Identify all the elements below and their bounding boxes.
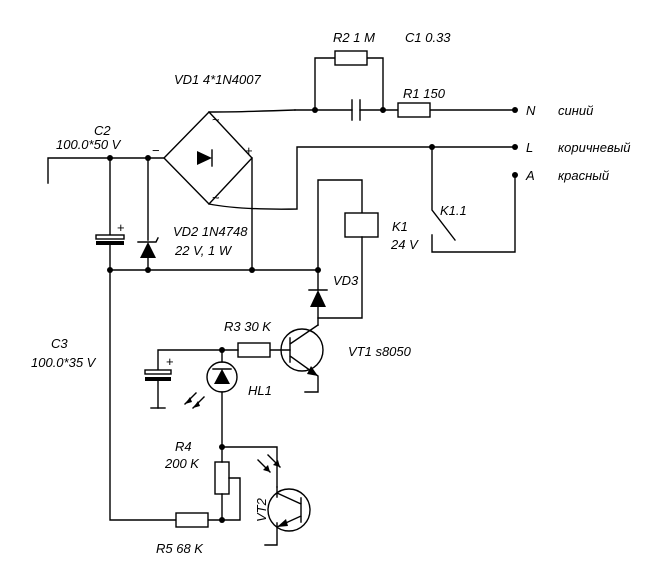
diode-vd3 [310, 290, 326, 307]
label-c2-name: C2 [94, 123, 111, 138]
resistor-r4 [214, 461, 230, 495]
capacitor-c3 [144, 369, 172, 375]
terminal-l [512, 144, 518, 150]
label-k1-1: K1.1 [440, 203, 467, 218]
label-c3-name: C3 [51, 336, 68, 351]
label-vt1: VT1 s8050 [348, 344, 412, 359]
terminal-a [512, 172, 518, 178]
label-r1: R1 150 [403, 86, 446, 101]
label-k1-name: K1 [392, 219, 408, 234]
label-c1: C1 0.33 [405, 30, 451, 45]
phototransistor-vt2 [267, 488, 311, 532]
vt1-stage [221, 269, 328, 393]
sensor-stage [175, 444, 311, 546]
resistor-r3 [237, 342, 271, 358]
label-vt2: VT2 [254, 497, 269, 522]
diode-bridge-vd1 [163, 109, 516, 271]
label-r2: R2 1 M [333, 30, 375, 45]
label-hl1: HL1 [248, 383, 272, 398]
label-c2-value: 100.0*50 V [56, 137, 122, 152]
bridge-minus-mark: − [152, 143, 160, 158]
relay-coil-k1 [344, 212, 379, 238]
bridge-ac-mark-top: ~ [212, 112, 220, 127]
terminal-n [512, 107, 518, 113]
bridge-ac-mark-bottom: ~ [212, 190, 220, 205]
capacitor-c2-plate [95, 234, 125, 240]
resistor-r5 [175, 512, 209, 528]
terminal-n-letter: N [526, 103, 536, 118]
label-c3-value: 100.0*35 V [31, 355, 97, 370]
c3-plus-mark: + [166, 354, 174, 369]
label-r3: R3 30 K [224, 319, 272, 334]
bridge-plus-mark: + [245, 143, 253, 158]
c3-hl1-stage [144, 347, 238, 448]
terminal-n-wire: синий [558, 103, 593, 118]
resistor-r1 [397, 102, 431, 118]
label-vd2-value: 22 V, 1 W [174, 243, 233, 258]
terminal-l-letter: L [526, 140, 533, 155]
terminal-a-letter: A [525, 168, 535, 183]
label-k1-value: 24 V [390, 237, 419, 252]
label-vd3: VD3 [333, 273, 359, 288]
terminal-l-wire: коричневый [558, 140, 631, 155]
label-vd1: VD1 4*1N4007 [174, 72, 261, 87]
label-vd2-name: VD2 1N4748 [173, 224, 248, 239]
r2-c1-r1-network [294, 50, 516, 121]
capacitor-c1 [351, 99, 361, 121]
terminal-a-wire: красный [558, 168, 609, 183]
label-r4-value: 200 K [164, 456, 200, 471]
left-rail [47, 155, 363, 521]
zener-diode-vd2 [140, 242, 156, 258]
label-r4-name: R4 [175, 439, 192, 454]
relay-k1 [317, 144, 516, 319]
c2-plus-mark: + [117, 220, 125, 235]
label-r5: R5 68 K [156, 541, 204, 556]
resistor-r2 [334, 50, 368, 66]
